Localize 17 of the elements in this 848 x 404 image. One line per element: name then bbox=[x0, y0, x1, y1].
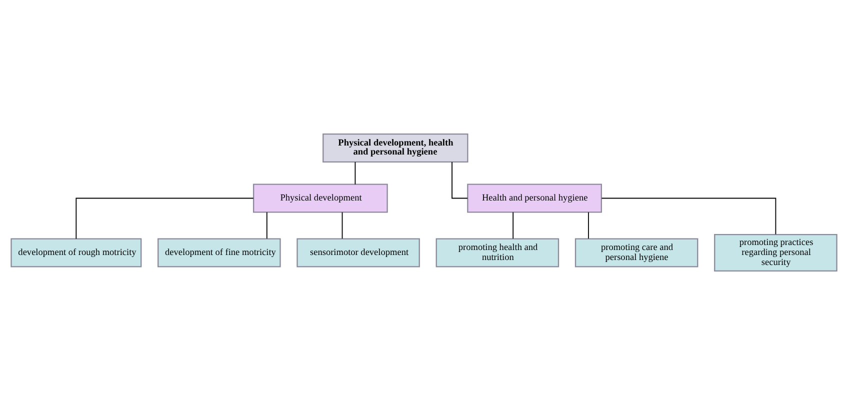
node-box: sensorimotor development bbox=[296, 238, 420, 267]
connector bbox=[512, 211, 514, 239]
connector bbox=[452, 161, 468, 198]
node-box: promoting care and personal hygiene bbox=[574, 238, 698, 267]
connector bbox=[266, 211, 268, 239]
node-box: development of rough motricity bbox=[10, 238, 142, 267]
connector bbox=[76, 197, 254, 239]
node-box: Physical development, health and personal hygiene bbox=[322, 133, 468, 162]
connector bbox=[354, 161, 356, 184]
connector bbox=[601, 197, 776, 234]
node-box: Physical development bbox=[252, 183, 388, 212]
node-box: Health and personal hygiene bbox=[467, 183, 602, 212]
node-box: promoting practices regarding personal security bbox=[714, 234, 838, 271]
connector bbox=[588, 211, 589, 239]
node-box: development of fine motricity bbox=[158, 238, 281, 267]
connector bbox=[342, 211, 343, 239]
node-box: promoting health and nutrition bbox=[436, 238, 560, 267]
